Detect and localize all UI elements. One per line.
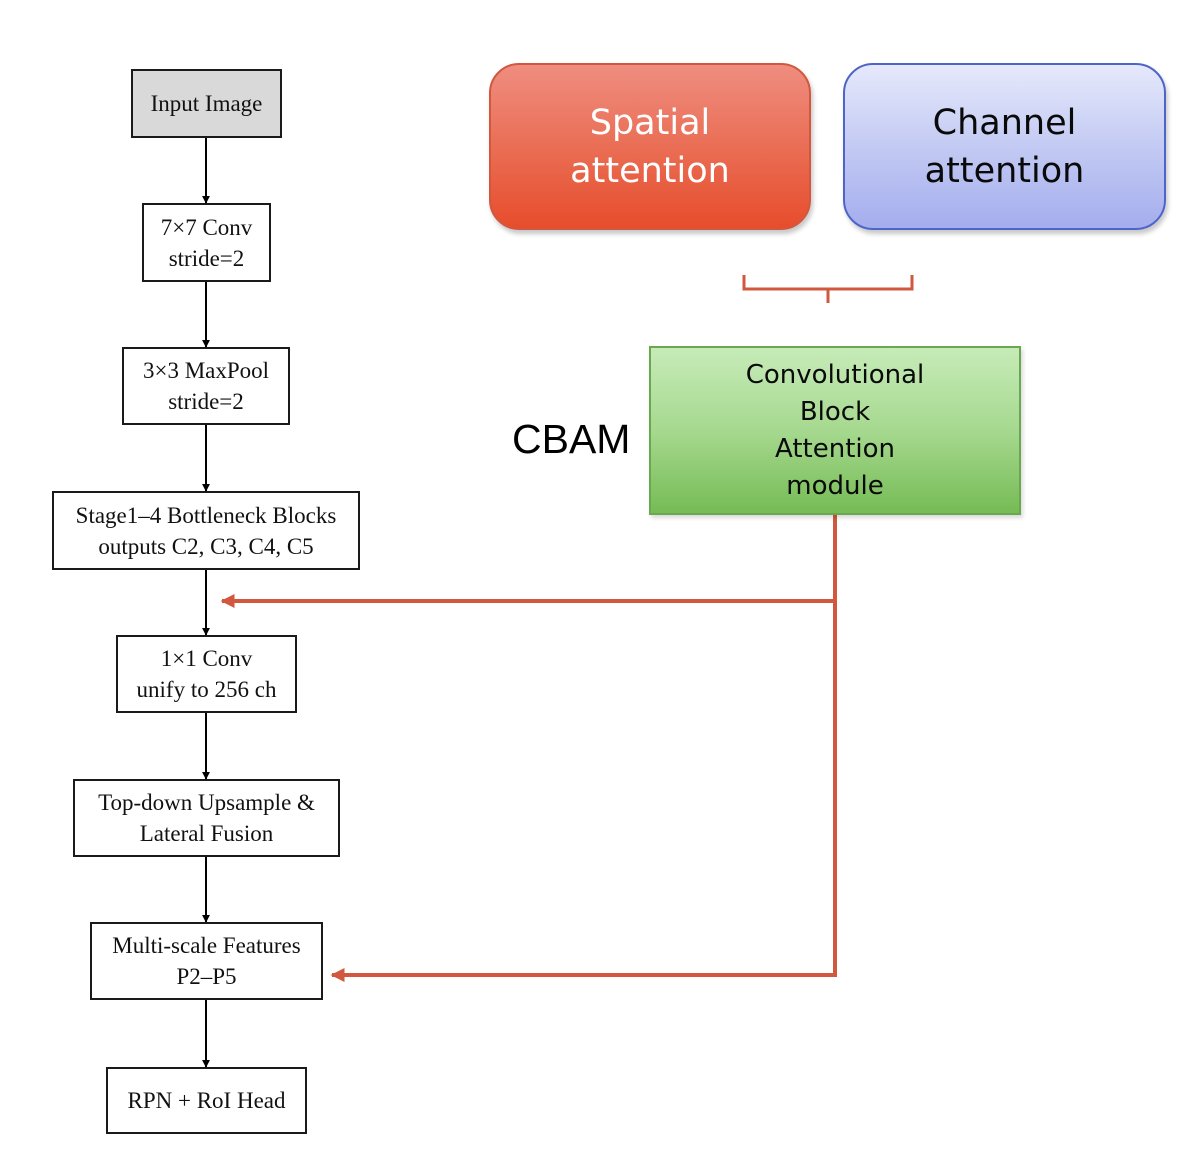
node-sublabel: unify to 256 ch: [136, 677, 277, 702]
cbam-connector-main: [330, 515, 837, 982]
rpn-roi-head-node: RPN + RoI Head: [106, 1067, 307, 1134]
cbam-line-4: module: [786, 470, 884, 501]
input-image-node: Input Image: [131, 69, 282, 138]
node-sublabel: stride=2: [168, 245, 245, 271]
cbam-line-2: Block: [799, 396, 871, 427]
node-label: 1×1 Conv: [160, 646, 253, 671]
pill-sublabel: attention: [924, 150, 1085, 191]
node-sublabel: outputs C2, C3, C4, C5: [98, 533, 314, 559]
cbam-line-3: Attention: [775, 433, 895, 464]
node-label: Input Image: [150, 91, 263, 116]
node-label: 7×7 Conv: [160, 214, 253, 240]
channel-attention-box: Channel attention: [843, 63, 1166, 230]
node-label: 3×3 MaxPool: [142, 358, 270, 383]
node-sublabel: P2–P5: [176, 964, 237, 989]
maxpool-node: 3×3 MaxPool stride=2: [122, 347, 290, 425]
pill-label: Channel: [932, 102, 1077, 143]
pill-sublabel: attention: [570, 150, 730, 191]
cbam-module-box: Convolutional Block Attention module: [649, 346, 1021, 515]
node-sublabel: stride=2: [168, 389, 244, 414]
conv1-node: 1×1 Conv unify to 256 ch: [116, 635, 297, 713]
bottleneck-stages-node: Stage1–4 Bottleneck Blocks outputs C2, C…: [52, 491, 360, 570]
multiscale-features-node: Multi-scale Features P2–P5: [90, 922, 323, 1000]
spatial-attention-box: Spatial attention: [489, 63, 811, 230]
topdown-fusion-node: Top-down Upsample & Lateral Fusion: [73, 779, 340, 857]
conv7-node: 7×7 Conv stride=2: [142, 203, 271, 282]
attention-brace: [742, 275, 914, 303]
node-label: RPN + RoI Head: [127, 1088, 286, 1113]
node-sublabel: Lateral Fusion: [139, 821, 274, 846]
cbam-label: CBAM: [512, 416, 631, 462]
cbam-line-1: Convolutional: [745, 359, 925, 390]
pill-label: Spatial: [589, 102, 711, 143]
node-label: Stage1–4 Bottleneck Blocks: [75, 502, 337, 528]
node-label: Top-down Upsample &: [98, 790, 315, 815]
node-label: Multi-scale Features: [112, 933, 301, 958]
